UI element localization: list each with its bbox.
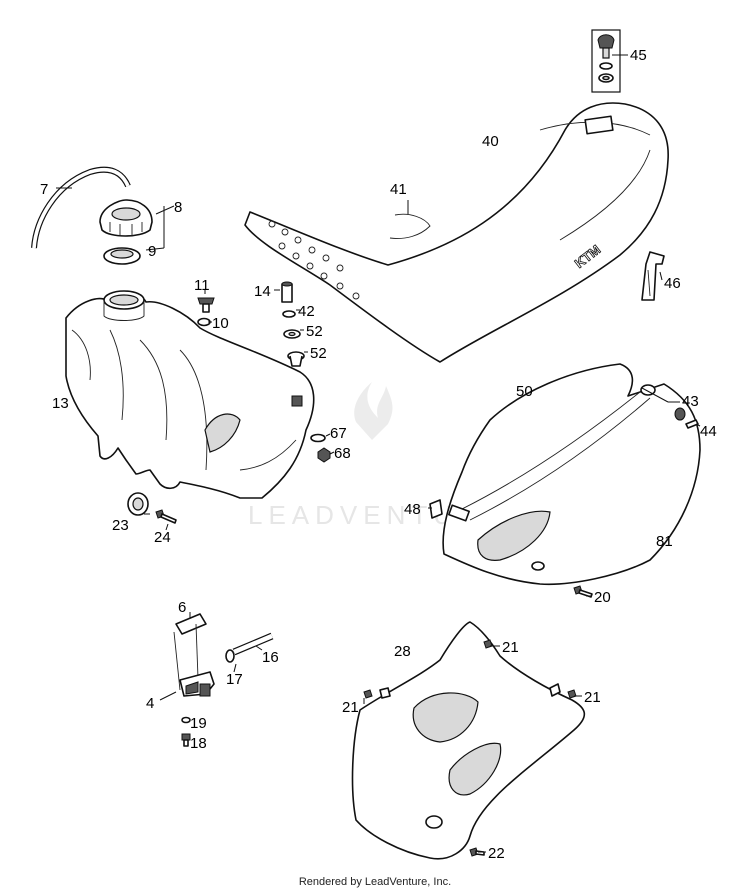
part-18-screw: [181, 733, 191, 747]
callout-23: 23: [112, 517, 129, 534]
callout-45: 45: [630, 47, 647, 64]
part-4-fuel-tap: [173, 623, 215, 697]
callout-18: 18: [190, 735, 207, 752]
part-21-bolt-top: [483, 639, 493, 649]
callout-48: 48: [404, 501, 421, 518]
part-81-side-panel: [442, 363, 701, 586]
part-19-oring: [181, 716, 191, 724]
callout-42: 42: [298, 303, 315, 320]
part-16-fuel-line: [232, 632, 274, 656]
callout-21-left: 21: [342, 699, 359, 716]
part-52-bushing-lower: [287, 351, 305, 367]
part-67-washer: [310, 433, 326, 443]
part-21-bolt-right: [567, 689, 577, 699]
part-24-bolt: [155, 509, 177, 524]
part-44-screw: [685, 419, 699, 429]
part-43-washer: [674, 407, 686, 421]
callout-24: 24: [154, 529, 171, 546]
callout-9: 9: [148, 243, 156, 260]
callout-11: 11: [194, 277, 210, 294]
callout-14: 14: [254, 283, 271, 300]
part-6-tap-bracket: [175, 613, 207, 635]
callout-7: 7: [40, 181, 48, 198]
callout-13: 13: [52, 395, 69, 412]
callout-labels: 7 8 9 11 10 13 14 42 52 52 67 68 41 40 4…: [40, 47, 717, 862]
callout-68: 68: [334, 445, 351, 462]
part-48-clip: [429, 499, 443, 519]
part-68-nut: [317, 447, 331, 463]
callout-44: 44: [700, 423, 717, 440]
part-8-fuel-cap: [99, 199, 153, 237]
part-21-bolt-left: [363, 689, 373, 699]
callout-43: 43: [682, 393, 699, 410]
callout-22: 22: [488, 845, 505, 862]
part-13-fuel-tank: [65, 290, 315, 499]
callout-20: 20: [594, 589, 611, 606]
part-20-bolt: [573, 585, 593, 598]
part-23-grommet: [127, 492, 149, 516]
callout-19: 19: [190, 715, 207, 732]
callout-41: 41: [390, 181, 407, 198]
callout-50: 50: [516, 383, 533, 400]
callout-10: 10: [212, 315, 229, 332]
callout-67: 67: [330, 425, 347, 442]
callout-81: 81: [656, 533, 673, 550]
callout-52-lower: 52: [310, 345, 327, 362]
part-46-clip: [641, 251, 665, 301]
part-28-lower-shroud: [351, 621, 586, 860]
part-52-bushing-upper: [283, 329, 301, 339]
callout-6: 6: [178, 599, 186, 616]
callout-21-top: 21: [502, 639, 519, 656]
callout-46: 46: [664, 275, 681, 292]
part-7-vent-hose: [31, 166, 131, 249]
callout-17: 17: [226, 671, 243, 688]
part-11-screw: [197, 297, 215, 313]
part-40-seat: KTM: [244, 102, 669, 363]
part-42-washer: [282, 310, 296, 318]
part-14-screw: [281, 281, 293, 303]
callout-8: 8: [174, 199, 182, 216]
callout-4: 4: [146, 695, 154, 712]
part-9-cap-gasket: [103, 247, 141, 265]
leader-lines: [56, 54, 701, 853]
part-17-hose-clamp: [225, 649, 235, 663]
callout-40: 40: [482, 133, 499, 150]
callout-52-upper: 52: [306, 323, 323, 340]
callout-21-right: 21: [584, 689, 601, 706]
callout-16: 16: [262, 649, 279, 666]
part-45-fastener-kit: [591, 29, 621, 93]
callout-28: 28: [394, 643, 411, 660]
footer-credit: Rendered by LeadVenture, Inc.: [298, 876, 452, 888]
